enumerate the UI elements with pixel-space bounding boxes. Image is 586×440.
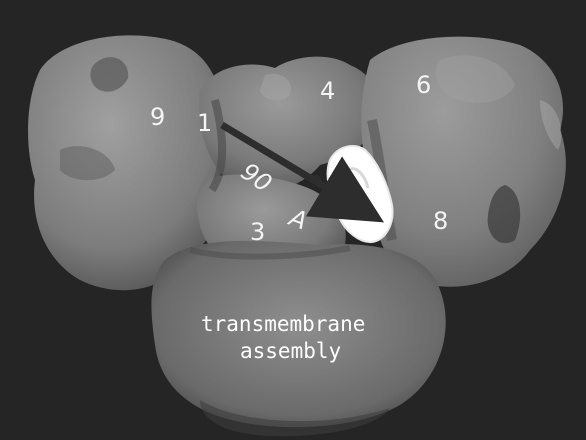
domain-label-8: 8 [433,207,448,235]
point-a-marker [311,175,321,185]
domain-label-1: 1 [197,109,212,137]
domain-label-3: 3 [250,218,265,246]
domain-label-4: 4 [320,77,335,105]
domain-label-6: 6 [416,71,431,99]
caption-line-2: assembly [240,339,341,363]
caption-line-1: transmembrane [201,312,365,336]
domain-label-9: 9 [150,103,165,131]
